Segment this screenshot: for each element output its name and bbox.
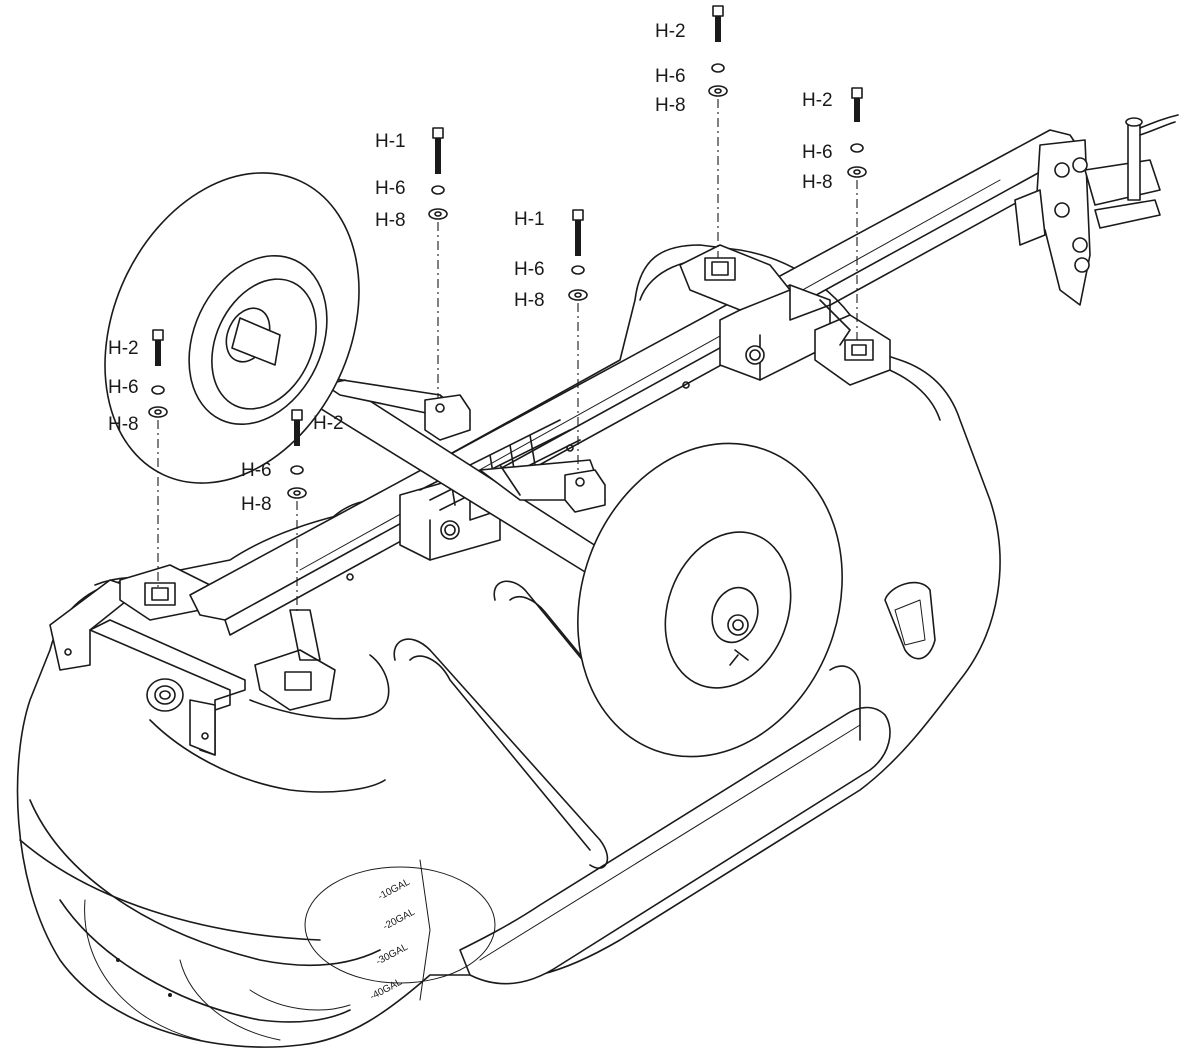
flat-washer-icon [428, 208, 448, 220]
flat-washer-icon [148, 406, 168, 418]
callout-label: H-6 [802, 142, 833, 163]
right-wheel [577, 442, 843, 758]
callout-label: H-6 [375, 178, 406, 199]
left-wheel [104, 172, 360, 484]
lock-washer-icon [290, 465, 304, 475]
callout-label: H-6 [241, 460, 272, 481]
bolt-icon [851, 87, 863, 122]
front-frame [49, 564, 336, 756]
callout-label: H-1 [514, 209, 545, 230]
hardware [148, 5, 867, 615]
callout-label: H-2 [655, 21, 686, 42]
lock-washer-icon [151, 385, 165, 395]
callout-label: H-6 [655, 66, 686, 87]
flat-washer-icon [568, 289, 588, 301]
callout-label: H-2 [313, 413, 344, 434]
lock-washer-icon [850, 143, 864, 153]
callout-label: H-2 [802, 90, 833, 111]
callout-label: H-6 [108, 377, 139, 398]
callout-label: H-8 [802, 172, 833, 193]
flat-washer-icon [708, 85, 728, 97]
spray-tank: -10GAL -20GAL -30GAL -40GAL [16, 244, 1001, 1048]
callout-label: H-1 [375, 131, 406, 152]
lock-washer-icon [571, 265, 585, 275]
boom-bar [189, 129, 1086, 636]
bolt-icon [572, 209, 584, 256]
flat-washer-icon [287, 487, 307, 499]
bolt-icon [291, 409, 303, 446]
part-callouts: H-2 H-6 H-8 H-2 H-6 H-8 H-1 H-6 H-8 H-1 … [108, 21, 833, 515]
lock-washer-icon [711, 63, 725, 73]
callout-label: H-2 [108, 338, 139, 359]
callout-label: H-8 [514, 290, 545, 311]
bolt-icon [152, 329, 164, 366]
callout-label: H-8 [241, 494, 272, 515]
callout-label: H-8 [375, 210, 406, 231]
callout-label: H-6 [514, 259, 545, 280]
flat-washer-icon [847, 166, 867, 178]
hitch-assembly [1014, 114, 1179, 306]
bolt-icon [712, 5, 724, 42]
lock-washer-icon [431, 185, 445, 195]
bolt-icon [432, 127, 444, 174]
callout-label: H-8 [655, 95, 686, 116]
callout-label: H-8 [108, 414, 139, 435]
